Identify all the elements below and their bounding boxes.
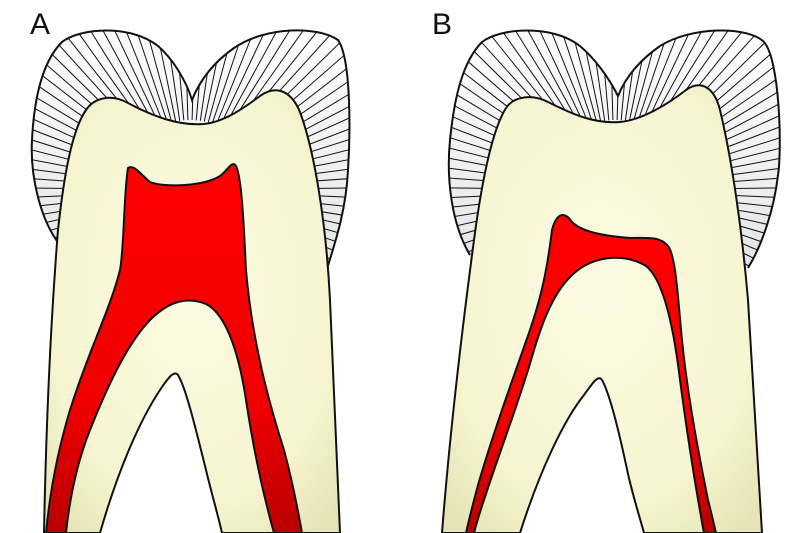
enamel-rod-line <box>476 30 579 131</box>
enamel-rod-line <box>624 30 654 121</box>
enamel-rod-line <box>620 30 639 121</box>
panel-label-a: A <box>30 8 51 41</box>
enamel-rod-line <box>517 30 590 126</box>
enamel-rod-line <box>51 30 154 131</box>
enamel-rod-line <box>606 30 614 121</box>
root-gap-b <box>520 378 644 533</box>
enamel-rod-line <box>591 30 610 121</box>
panel-label-b: B <box>432 8 453 41</box>
enamel-rod-line <box>648 30 741 129</box>
enamel-rod-line <box>561 30 602 122</box>
tooth-b <box>440 29 781 533</box>
enamel-rod-line <box>136 30 177 122</box>
enamel-rod-line <box>195 30 214 121</box>
enamel-rod-line <box>64 30 157 129</box>
enamel-rod-line <box>151 30 181 121</box>
enamel-rod-line <box>219 30 302 127</box>
tooth-a <box>30 29 351 533</box>
dentin-b <box>440 84 764 533</box>
enamel-rod-line <box>576 30 606 121</box>
pulp-b <box>464 214 718 533</box>
enamel-rod-line <box>226 30 329 131</box>
enamel-rod-line <box>199 30 229 121</box>
enamel-rod-line <box>223 30 316 129</box>
enamel-rod-line <box>166 30 185 121</box>
enamel-rod-line <box>489 30 582 129</box>
enamel-rod-line <box>203 30 244 122</box>
enamel-rod-line <box>78 30 161 127</box>
enamel-rod-line <box>644 30 727 127</box>
pulp-a <box>44 163 304 533</box>
enamel-rod-line <box>92 30 165 126</box>
enamel-rod-line <box>503 30 586 127</box>
enamel-rod-line <box>628 30 669 122</box>
